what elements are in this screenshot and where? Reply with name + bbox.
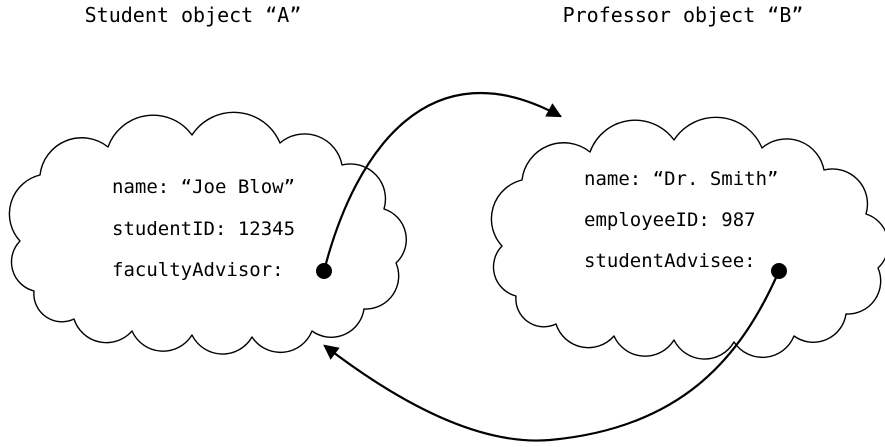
student-advisee-pointer-dot [771, 263, 787, 279]
student-advisee-field: studentAdvisee: [584, 250, 756, 272]
professor-object-title: Professor object “B” [563, 3, 804, 27]
employee-id-field: employeeID: 987 [584, 209, 756, 231]
professor-name-field: name: “Dr. Smith” [584, 168, 778, 190]
faculty-advisor-reference-arrow [322, 91, 562, 273]
student-cloud-outline [8, 111, 407, 355]
faculty-advisor-pointer-dot [316, 263, 332, 279]
student-advisee-reference-arrow [323, 269, 781, 442]
faculty-advisor-field: facultyAdvisor: [112, 259, 284, 281]
student-object-title: Student object “A” [85, 3, 302, 27]
student-id-field: studentID: 12345 [112, 218, 295, 240]
professor-cloud-outline [490, 116, 885, 360]
student-name-field: name: “Joe Blow” [112, 176, 295, 198]
